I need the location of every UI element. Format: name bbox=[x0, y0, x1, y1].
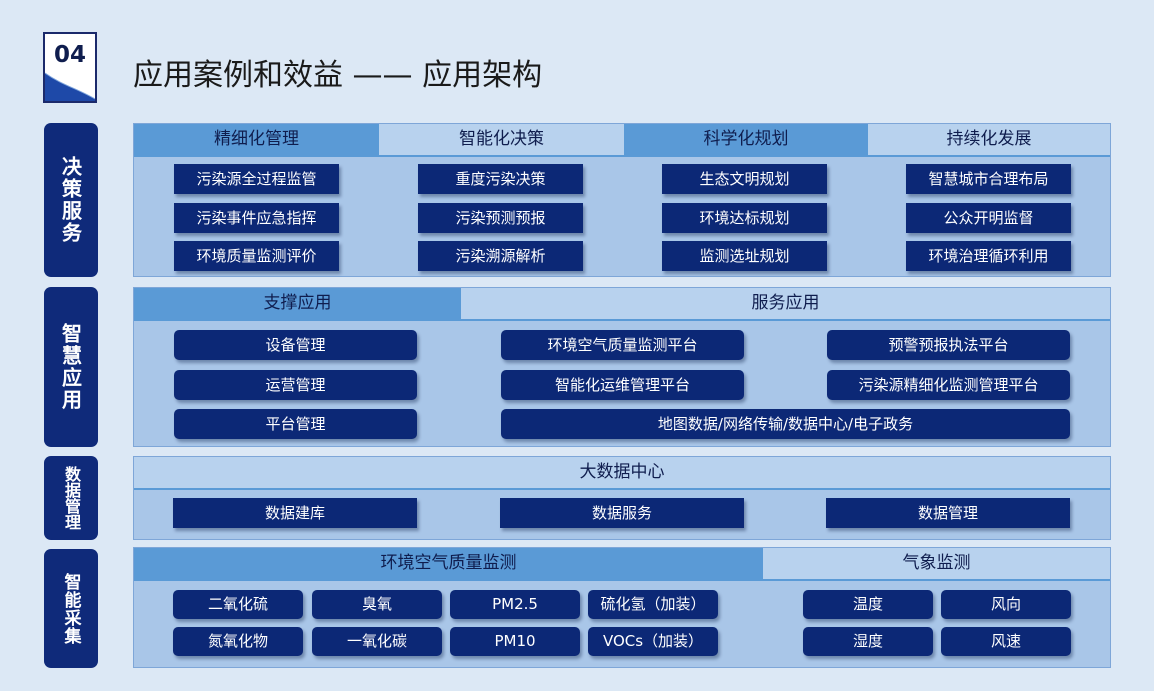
item-quality-evaluation[interactable]: 环境质量监测评价 bbox=[174, 241, 339, 271]
item-so2[interactable]: 二氧化硫 bbox=[173, 590, 303, 619]
page-title: 应用案例和效益 —— 应用架构 bbox=[133, 58, 543, 93]
item-data-service[interactable]: 数据服务 bbox=[500, 498, 744, 528]
item-pollution-forecast[interactable]: 污染预测预报 bbox=[418, 203, 583, 233]
header-support-apps: 支撑应用 bbox=[134, 288, 461, 319]
item-public-supervision[interactable]: 公众开明监督 bbox=[906, 203, 1071, 233]
item-source-analysis[interactable]: 污染溯源解析 bbox=[418, 241, 583, 271]
header-divider bbox=[134, 155, 1110, 157]
item-data-management[interactable]: 数据管理 bbox=[826, 498, 1070, 528]
item-ops-platform[interactable]: 智能化运维管理平台 bbox=[501, 370, 744, 400]
item-pollution-source-supervision[interactable]: 污染源全过程监管 bbox=[174, 164, 339, 194]
header-air-quality-monitoring: 环境空气质量监测 bbox=[134, 548, 763, 579]
item-humidity[interactable]: 湿度 bbox=[803, 627, 933, 656]
item-pollution-source-platform[interactable]: 污染源精细化监测管理平台 bbox=[827, 370, 1070, 400]
item-device-management[interactable]: 设备管理 bbox=[174, 330, 417, 360]
smart-collection-panel: 环境空气质量监测 气象监测 二氧化硫 臭氧 PM2.5 硫化氢（加装） 氮氧化物… bbox=[133, 547, 1111, 668]
item-wind-speed[interactable]: 风速 bbox=[941, 627, 1071, 656]
header-divider bbox=[134, 319, 1110, 321]
item-infrastructure[interactable]: 地图数据/网络传输/数据中心/电子政务 bbox=[501, 409, 1070, 439]
item-emergency-command[interactable]: 污染事件应急指挥 bbox=[174, 203, 339, 233]
header-divider bbox=[134, 488, 1110, 490]
item-compliance-planning[interactable]: 环境达标规划 bbox=[662, 203, 827, 233]
header-fine-management: 精细化管理 bbox=[134, 124, 379, 155]
item-ozone[interactable]: 臭氧 bbox=[312, 590, 442, 619]
side-label-decision-service: 决策服务 bbox=[44, 123, 98, 277]
header-scientific-planning: 科学化规划 bbox=[624, 124, 868, 155]
item-co[interactable]: 一氧化碳 bbox=[312, 627, 442, 656]
item-warning-platform[interactable]: 预警预报执法平台 bbox=[827, 330, 1070, 360]
side-label-smart-application: 智慧应用 bbox=[44, 287, 98, 447]
badge-wave-decoration bbox=[45, 72, 95, 101]
item-wind-direction[interactable]: 风向 bbox=[941, 590, 1071, 619]
item-pm25[interactable]: PM2.5 bbox=[450, 590, 580, 619]
item-eco-planning[interactable]: 生态文明规划 bbox=[662, 164, 827, 194]
item-air-quality-platform[interactable]: 环境空气质量监测平台 bbox=[501, 330, 744, 360]
data-management-panel: 大数据中心 数据建库 数据服务 数据管理 bbox=[133, 456, 1111, 540]
header-divider bbox=[134, 579, 1110, 581]
item-operation-management[interactable]: 运营管理 bbox=[174, 370, 417, 400]
smart-application-panel: 支撑应用 服务应用 设备管理 运营管理 平台管理 环境空气质量监测平台 预警预报… bbox=[133, 287, 1111, 447]
header-big-data-center: 大数据中心 bbox=[134, 457, 1110, 488]
item-temperature[interactable]: 温度 bbox=[803, 590, 933, 619]
page-number: 04 bbox=[53, 42, 86, 68]
page-number-badge: 04 bbox=[43, 32, 97, 103]
header-weather-monitoring: 气象监测 bbox=[763, 548, 1110, 579]
item-nox[interactable]: 氮氧化物 bbox=[173, 627, 303, 656]
item-site-selection[interactable]: 监测选址规划 bbox=[662, 241, 827, 271]
item-h2s[interactable]: 硫化氢（加装） bbox=[588, 590, 718, 619]
item-platform-management[interactable]: 平台管理 bbox=[174, 409, 417, 439]
item-smart-city-layout[interactable]: 智慧城市合理布局 bbox=[906, 164, 1071, 194]
header-service-apps: 服务应用 bbox=[461, 288, 1110, 319]
side-label-data-management: 数据管理 bbox=[44, 456, 98, 540]
header-sustainable-development: 持续化发展 bbox=[868, 124, 1110, 155]
item-data-warehouse[interactable]: 数据建库 bbox=[173, 498, 417, 528]
item-heavy-pollution-decision[interactable]: 重度污染决策 bbox=[418, 164, 583, 194]
item-vocs[interactable]: VOCs（加装） bbox=[588, 627, 718, 656]
side-label-smart-collection: 智能采集 bbox=[44, 549, 98, 668]
item-recycling[interactable]: 环境治理循环利用 bbox=[906, 241, 1071, 271]
item-pm10[interactable]: PM10 bbox=[450, 627, 580, 656]
header-intelligent-decision: 智能化决策 bbox=[379, 124, 624, 155]
decision-service-panel: 精细化管理 智能化决策 科学化规划 持续化发展 污染源全过程监管 污染事件应急指… bbox=[133, 123, 1111, 277]
